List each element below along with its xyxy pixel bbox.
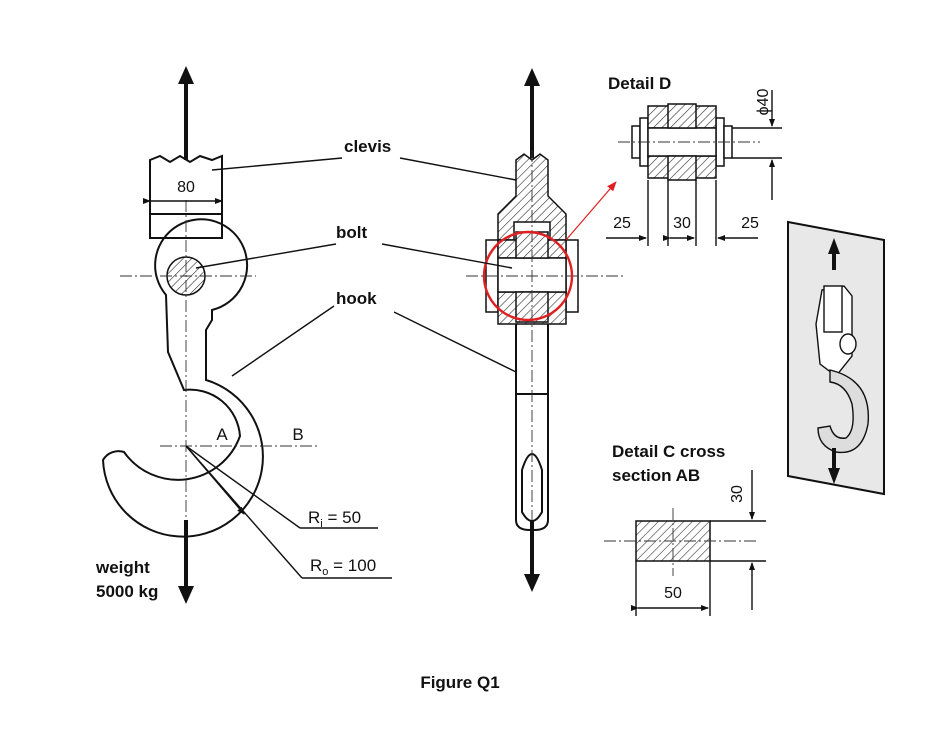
detail-d-mid-dimension: 30 [673,215,691,232]
detail-d-drawing [606,90,782,246]
point-b-label: B [292,425,303,444]
section-width-dimension: 50 [664,585,682,602]
front-view [101,66,392,604]
clevis-width-dimension: 80 [177,179,195,196]
detail-d-right-dimension: 25 [741,215,759,232]
side-view [466,68,626,592]
figure-caption: Figure Q1 [420,673,499,692]
section-height-dimension: 30 [729,485,746,503]
leader-lines [195,157,517,377]
detail-d-left-dimension: 25 [613,215,631,232]
weight-value: 5000 kg [96,582,158,601]
outer-radius-label: Ro = 100 [310,556,376,578]
bolt-label: bolt [336,223,367,242]
detail-c-title-line2: section AB [612,466,700,485]
detail-c-drawing [604,470,766,616]
inner-radius-label: Ri = 50 [308,508,361,530]
clevis-label: clevis [344,137,391,156]
point-a-label: A [216,425,228,444]
detail-d-highlight-circle [482,230,574,322]
isometric-view [787,220,885,496]
detail-c-title-line1: Detail C cross [612,442,725,461]
weight-label: weight [95,558,150,577]
detail-d-title: Detail D [608,74,671,93]
hook-label: hook [336,289,377,308]
bolt-diameter-dimension: ϕ40 [755,89,772,116]
